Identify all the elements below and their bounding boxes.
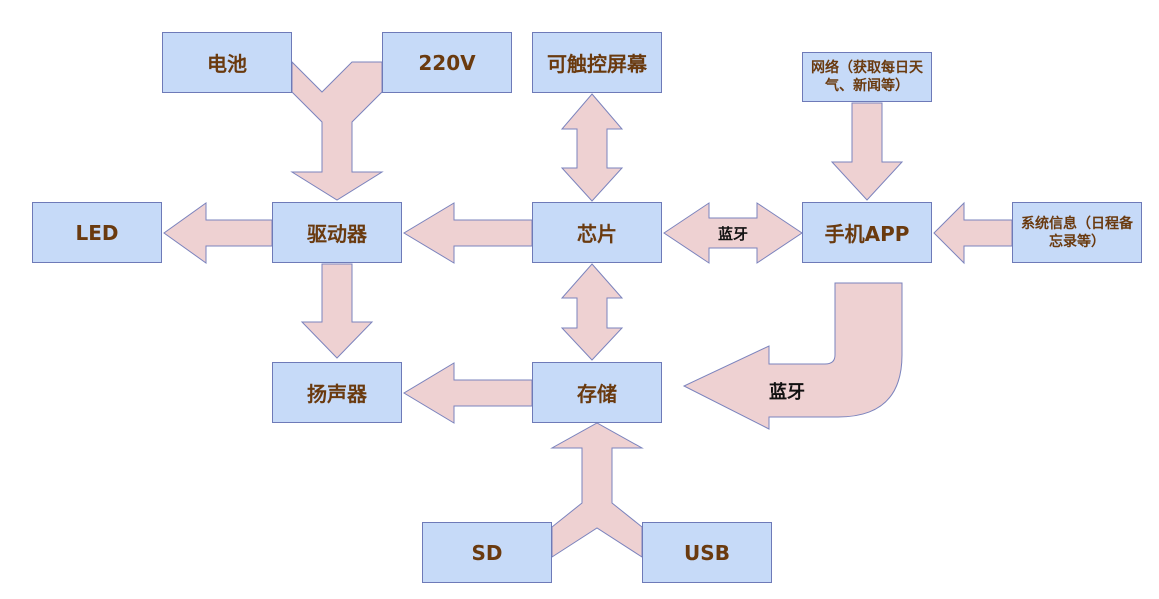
chip-box: 芯片 xyxy=(532,202,662,263)
led-box: LED xyxy=(32,202,162,263)
bluetooth-link-label: 蓝牙 xyxy=(717,224,748,243)
power-merge-arrow xyxy=(290,60,384,201)
chip-label: 芯片 xyxy=(577,222,617,246)
phone-app-label: 手机APP xyxy=(824,222,910,246)
network-to-app-arrow xyxy=(830,102,904,201)
driver-to-speaker-arrow xyxy=(300,263,374,359)
chip-storage-arrow xyxy=(560,263,624,361)
system-info-label: 系统信息（日程备忘录等） xyxy=(1021,215,1133,250)
touchscreen-box: 可触控屏幕 xyxy=(532,32,662,93)
storage-label: 存储 xyxy=(577,382,617,406)
driver-to-led-arrow xyxy=(163,202,273,264)
driver-box: 驱动器 xyxy=(272,202,402,263)
storage-to-speaker-arrow xyxy=(403,362,533,424)
220v-label: 220V xyxy=(418,50,476,75)
touchscreen-chip-arrow xyxy=(560,93,624,202)
storage-box: 存储 xyxy=(532,362,662,423)
led-label: LED xyxy=(75,220,119,245)
sysinfo-to-app-arrow xyxy=(933,201,1013,265)
network-label: 网络（获取每日天气、新闻等） xyxy=(811,60,923,94)
bluetooth-curve-label: 蓝牙 xyxy=(769,382,805,403)
battery-box: 电池 xyxy=(162,32,292,93)
network-box: 网络（获取每日天气、新闻等） xyxy=(802,52,932,102)
app-to-storage-bluetooth-arrow xyxy=(682,282,903,430)
phone-app-box: 手机APP xyxy=(802,202,932,263)
usb-label: USB xyxy=(684,540,730,565)
usb-box: USB xyxy=(642,522,772,583)
driver-label: 驱动器 xyxy=(307,222,367,246)
battery-label: 电池 xyxy=(207,52,247,76)
speaker-box: 扬声器 xyxy=(272,362,402,423)
sd-box: SD xyxy=(422,522,552,583)
speaker-label: 扬声器 xyxy=(307,382,367,406)
220v-box: 220V xyxy=(382,32,512,93)
system-info-box: 系统信息（日程备忘录等） xyxy=(1012,202,1142,263)
chip-to-driver-arrow xyxy=(403,202,533,264)
touchscreen-label: 可触控屏幕 xyxy=(547,52,647,76)
sd-label: SD xyxy=(471,540,503,565)
sd-usb-merge-arrow xyxy=(550,422,644,558)
